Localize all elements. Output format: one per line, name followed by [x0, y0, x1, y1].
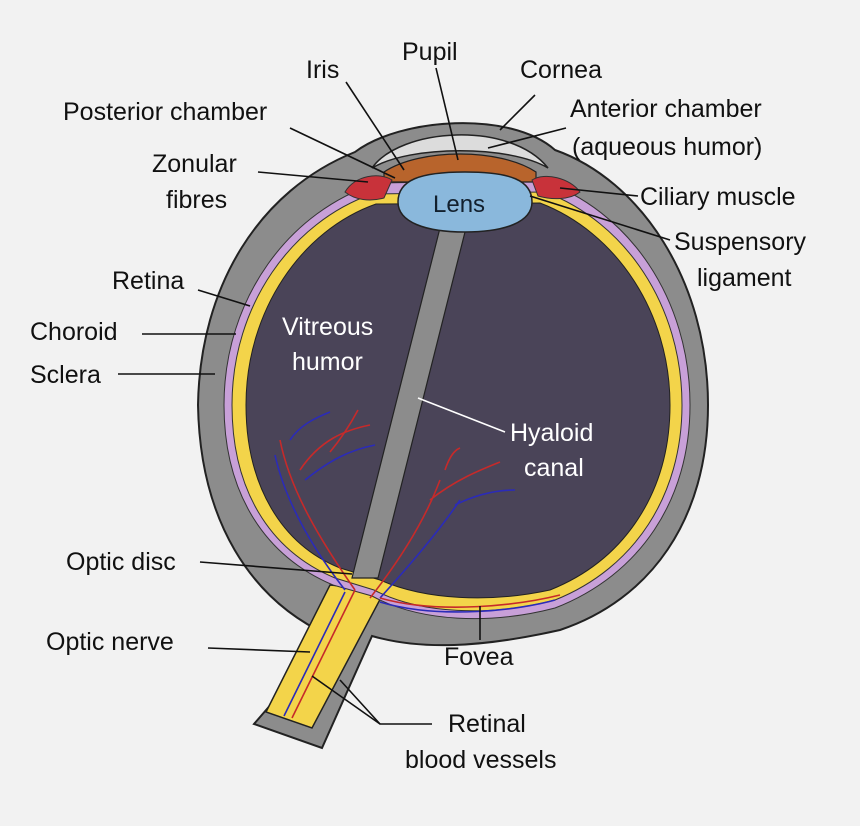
leader-zonular: [257, 171, 369, 183]
leader-ciliary: [559, 187, 639, 197]
label-optic-disc: Optic disc: [66, 548, 176, 576]
label-pupil: Pupil: [402, 38, 458, 66]
label-retinal-2: blood vessels: [405, 746, 556, 774]
label-choroid: Choroid: [30, 318, 118, 346]
label-retina: Retina: [112, 267, 184, 295]
label-ciliary-muscle: Ciliary muscle: [640, 183, 796, 211]
leader-cornea: [499, 94, 536, 131]
label-posterior-chamber: Posterior chamber: [63, 98, 267, 126]
label-retinal-1: Retinal: [448, 710, 526, 738]
vessel-nerve-2: [283, 591, 346, 717]
label-fovea: Fovea: [444, 643, 514, 671]
label-vitreous-1: Vitreous: [282, 313, 373, 341]
vessel-vein: [274, 411, 376, 591]
ciliary-muscle-left: [344, 175, 393, 201]
label-iris: Iris: [306, 56, 339, 84]
label-anterior-chamber-2: (aqueous humor): [572, 133, 762, 161]
leader-lines: [118, 67, 671, 725]
label-sclera: Sclera: [30, 361, 101, 389]
label-zonular-1: Zonular: [152, 150, 237, 178]
vitreous-humor: [245, 202, 671, 599]
retinal-blood-vessels: [274, 409, 561, 719]
label-hyaloid-1: Hyaloid: [510, 419, 593, 447]
vessel-artery: [279, 409, 371, 591]
labels: Iris Pupil Cornea Posterior chamber Ante…: [30, 38, 807, 774]
label-zonular-2: fibres: [166, 186, 227, 214]
label-hyaloid-2: canal: [524, 454, 584, 482]
leader-pupil: [435, 67, 459, 161]
vessel-artery-2: [369, 447, 501, 599]
leader-retina: [197, 289, 251, 307]
leader-anterior: [487, 127, 567, 149]
label-suspensory-2: ligament: [697, 264, 792, 292]
label-suspensory-1: Suspensory: [674, 228, 807, 256]
label-optic-nerve: Optic nerve: [46, 628, 174, 656]
vessel-floor-2: [379, 599, 556, 613]
label-vitreous-2: humor: [292, 348, 363, 376]
label-lens: Lens: [433, 191, 485, 218]
leader-vessels-2: [311, 675, 381, 725]
leader-hyaloid: [417, 397, 506, 433]
vessel-floor-1: [379, 594, 561, 608]
leader-suspensory: [529, 195, 671, 241]
lens: [397, 171, 533, 233]
leader-optic-disc: [199, 561, 353, 575]
ciliary-muscle-right: [531, 176, 581, 200]
label-anterior-chamber-1: Anterior chamber: [570, 95, 762, 123]
leader-iris: [345, 81, 405, 171]
vessel-nerve-1: [291, 589, 356, 719]
leader-vessels: [339, 679, 432, 725]
leader-posterior: [289, 127, 396, 179]
leader-optic-nerve: [207, 647, 311, 653]
vessel-vein-2: [379, 489, 516, 599]
label-cornea: Cornea: [520, 56, 602, 84]
